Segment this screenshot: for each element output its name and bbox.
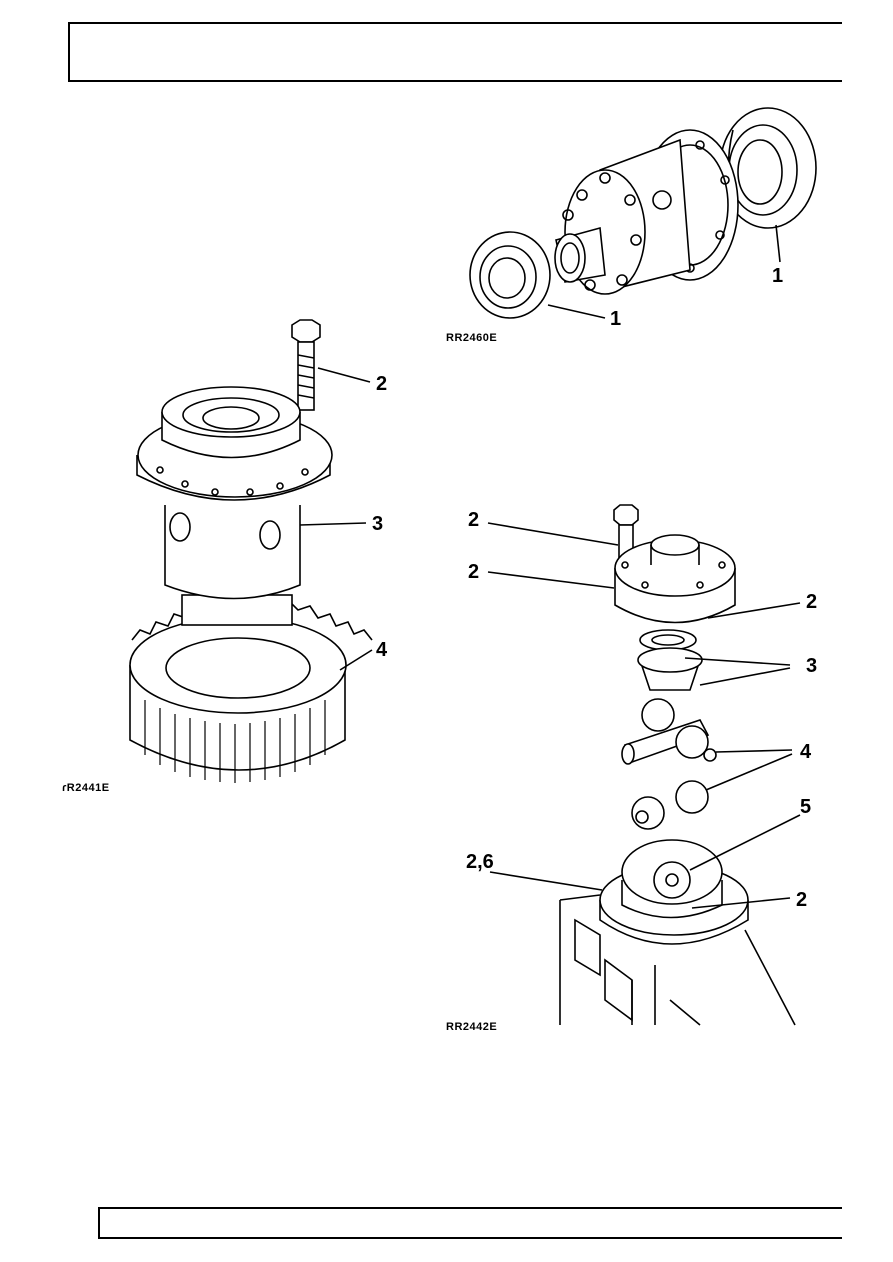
- figure-ref-rr2460e: RR2460E: [446, 332, 497, 344]
- figure-ref-rr2442e: RR2442E: [446, 1021, 497, 1033]
- exploded-differential-illustration: [487, 504, 801, 1026]
- callout-3-housing: 3: [372, 513, 383, 535]
- diff-housing-crown-wheel-illustration: [129, 319, 373, 783]
- callout-2-bolt-lower: 2: [468, 509, 479, 531]
- callout-2-alignment-mark: 2: [806, 591, 817, 613]
- figure-ref-rr2441e: ɾR2441E: [62, 782, 110, 794]
- callout-4-crown-wheel: 4: [376, 639, 388, 661]
- callout-2-lower-mark: 2: [796, 889, 807, 911]
- callout-5-crown: 5: [800, 796, 811, 818]
- page-header-frame: [68, 22, 842, 82]
- callout-1-upper-bearing: 1: [772, 265, 783, 287]
- diff-case-with-bearings-illustration: [469, 107, 817, 319]
- callout-1-lower-bearing: 1: [610, 308, 621, 330]
- callout-2-case-half: 2: [468, 561, 479, 583]
- page-footer-frame: [98, 1207, 842, 1239]
- callout-2-bolt: 2: [376, 373, 387, 395]
- callout-2-6-lower-case: 2,6: [466, 851, 494, 873]
- callout-3-side-gear: 3: [806, 655, 817, 677]
- callout-4-planet-gears: 4: [800, 741, 812, 763]
